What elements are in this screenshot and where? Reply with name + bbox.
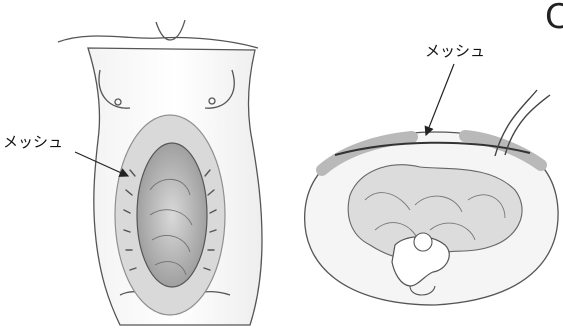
right-label-arrow [426,64,454,135]
partial-letter-glyph: C [545,0,563,37]
cross-section [305,132,558,305]
shoulder-line [58,36,258,48]
aorta [414,233,432,251]
mesh-label-left: メッシュ [3,135,63,150]
exposed-organs [137,143,207,287]
abdominal-wall-defect [115,115,225,315]
mesh-label-right: メッシュ [425,44,485,59]
